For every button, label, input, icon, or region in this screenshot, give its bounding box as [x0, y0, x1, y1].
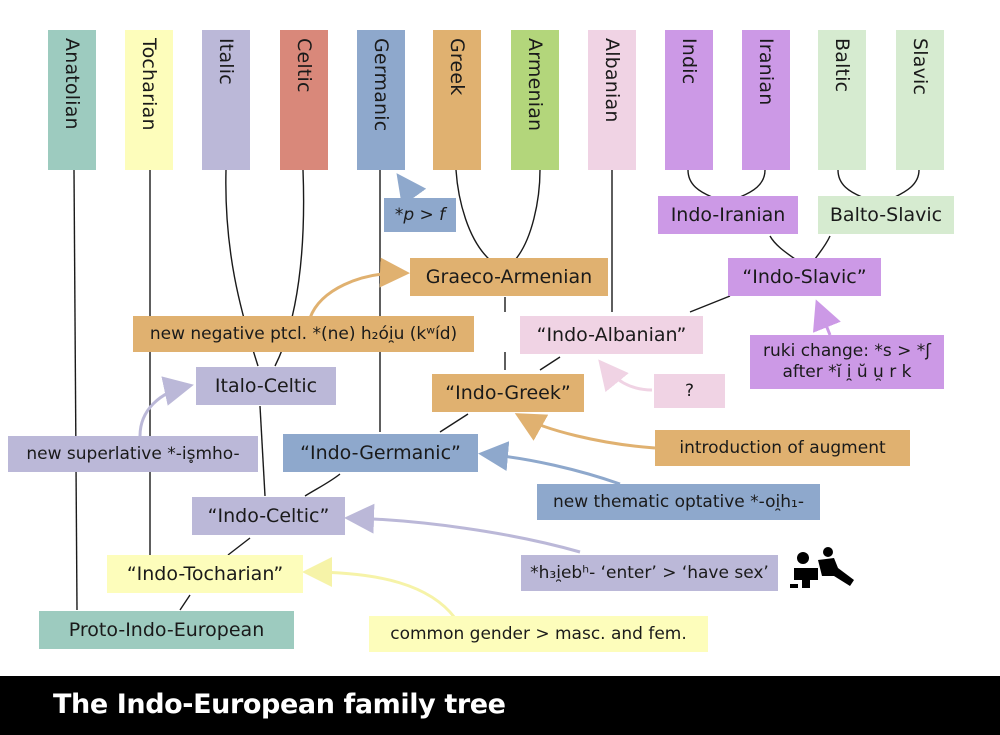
innovation-common-gender: common gender > masc. and fem. [369, 616, 708, 652]
line-indotoch-down [179, 594, 191, 611]
branch-anatolian: Anatolian [48, 30, 96, 170]
node-indo-germanic: “Indo-Germanic” [283, 434, 478, 472]
line-slavic [894, 169, 920, 198]
arrow-ruki [812, 299, 841, 336]
footer-bar: The Indo-European family tree [0, 676, 1000, 735]
line-baltic [837, 169, 863, 198]
line-anatolian [73, 169, 78, 611]
node-indo-tocharian: “Indo-Tocharian” [107, 555, 303, 593]
innovation-unknown: ? [654, 374, 725, 408]
branch-label: Germanic [370, 38, 392, 132]
branch-iranian: Iranian [742, 30, 790, 170]
innovation-augment: introduction of augment [655, 430, 910, 466]
branch-celtic: Celtic [280, 30, 328, 170]
innovation-superlative: new superlative *-is̥mho- [8, 436, 258, 472]
branch-label: Iranian [755, 38, 777, 106]
ruki-line-1: ruki change: *s > *ʃ [762, 341, 932, 361]
tree-connectors [73, 169, 920, 619]
branch-slavic: Slavic [896, 30, 944, 170]
branch-italic: Italic [202, 30, 250, 170]
branch-label: Celtic [293, 38, 315, 93]
arrow-p-to-f [396, 173, 427, 207]
branch-tocharian: Tocharian [125, 30, 173, 170]
line-indoiranian-down [769, 235, 796, 260]
branch-armenian: Armenian [511, 30, 559, 170]
branch-label: Greek [446, 38, 468, 96]
node-indo-slavic: “Indo-Slavic” [728, 258, 881, 296]
branch-label: Anatolian [61, 38, 83, 130]
line-indoalb-down [539, 356, 561, 371]
innovation-ruki: ruki change: *s > *ʃ after *ĭ i̯ ŭ u̯ r … [750, 335, 944, 389]
arrow-superlative [138, 376, 194, 437]
node-indo-celtic: “Indo-Celtic” [192, 497, 345, 535]
branch-label: Indic [678, 38, 700, 85]
branch-label: Albanian [601, 38, 623, 123]
line-indogerm-down [304, 473, 341, 497]
node-proto-indo-european: Proto-Indo-European [39, 611, 294, 649]
arrow-common-gender [302, 557, 457, 619]
branch-baltic: Baltic [818, 30, 866, 170]
line-indic [687, 169, 713, 198]
node-graeco-armenian: Graeco-Armenian [410, 258, 608, 296]
innovation-thematic-optative: new thematic optative *-oi̯h₁- [537, 484, 820, 520]
ruki-line-2: after *ĭ i̯ ŭ u̯ r k [782, 362, 912, 382]
branch-label: Baltic [831, 38, 853, 93]
innovation-enter-have-sex: *h₃i̯ebʰ- ‘enter’ > ‘have sex’ [521, 555, 778, 591]
line-indogreek-down [439, 413, 469, 433]
arrow-thematic-opt [478, 441, 621, 486]
branch-label: Italic [215, 38, 237, 85]
couple-icon [790, 547, 854, 588]
node-balto-slavic: Balto-Slavic [818, 196, 954, 234]
branch-label: Slavic [909, 38, 931, 96]
node-indo-greek: “Indo-Greek” [432, 374, 584, 412]
line-indoslavic-down [689, 295, 731, 313]
innovation-p-to-f: *p > f [384, 198, 456, 232]
branch-label: Armenian [524, 38, 546, 132]
family-tree-diagram: Anatolian Tocharian Italic Celtic German… [8, 30, 954, 652]
line-indoceltic-down [227, 537, 251, 556]
arrow-question [598, 359, 653, 393]
node-indo-albanian: “Indo-Albanian” [520, 316, 703, 354]
arrow-augment [514, 413, 656, 450]
node-indo-iranian: Indo-Iranian [658, 196, 798, 234]
line-italoceltic-down [259, 405, 266, 497]
line-greek [455, 169, 491, 261]
node-italo-celtic: Italo-Celtic [196, 367, 336, 405]
innovation-negative-particle: new negative ptcl. *(ne) h₂ói̯u (kʷíd) [133, 316, 474, 352]
page-title: The Indo-European family tree [53, 689, 506, 720]
branch-albanian: Albanian [588, 30, 636, 170]
line-baltoslavic-down [814, 235, 831, 260]
line-iranian [739, 169, 766, 198]
branch-indic: Indic [665, 30, 713, 170]
line-armenian [514, 169, 541, 261]
branch-germanic: Germanic [357, 30, 405, 170]
branch-label: Tocharian [138, 38, 160, 131]
arrow-negative-ptcl [308, 257, 410, 319]
arrow-enter [344, 503, 581, 554]
branch-greek: Greek [433, 30, 481, 170]
